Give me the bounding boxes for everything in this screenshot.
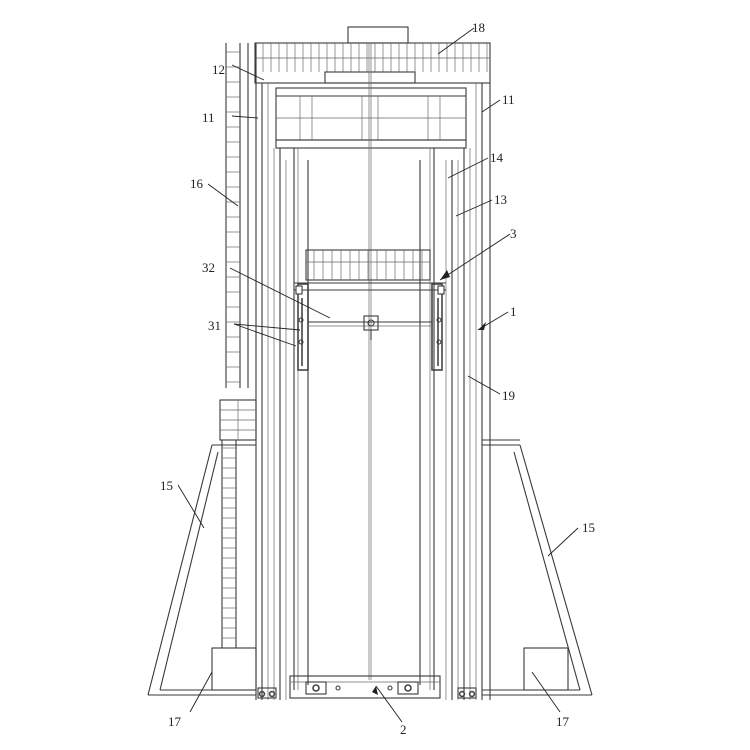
- label-15-left: 15: [160, 478, 173, 493]
- label-31: 31: [208, 318, 221, 333]
- label-3: 3: [510, 226, 517, 241]
- label-19: 19: [502, 388, 515, 403]
- ladder-lower: [219, 399, 257, 648]
- label-13: 13: [494, 192, 507, 207]
- label-14: 14: [490, 150, 504, 165]
- label-15-right: 15: [582, 520, 595, 535]
- leader-lines: [177, 27, 579, 723]
- guide-rails: [293, 43, 435, 690]
- left-column: [239, 43, 287, 700]
- label-11-right: 11: [502, 92, 515, 107]
- label-16: 16: [190, 176, 204, 191]
- label-1: 1: [510, 304, 517, 319]
- base: [257, 675, 477, 699]
- label-17-left: 17: [168, 714, 182, 729]
- left-support: [147, 444, 257, 696]
- label-2: 2: [400, 722, 407, 737]
- top-beam: [254, 26, 491, 84]
- reference-labels: 18 12 11 11 14 16 13 3 32 1 31 19 15 15 …: [160, 20, 595, 737]
- right-column: [445, 83, 491, 700]
- label-17-right: 17: [556, 714, 570, 729]
- right-support: [482, 439, 593, 696]
- label-12: 12: [212, 62, 225, 77]
- carriage: [294, 249, 446, 371]
- ladder-upper: [225, 43, 240, 388]
- label-11-left: 11: [202, 110, 215, 125]
- label-18: 18: [472, 20, 485, 35]
- label-32: 32: [202, 260, 215, 275]
